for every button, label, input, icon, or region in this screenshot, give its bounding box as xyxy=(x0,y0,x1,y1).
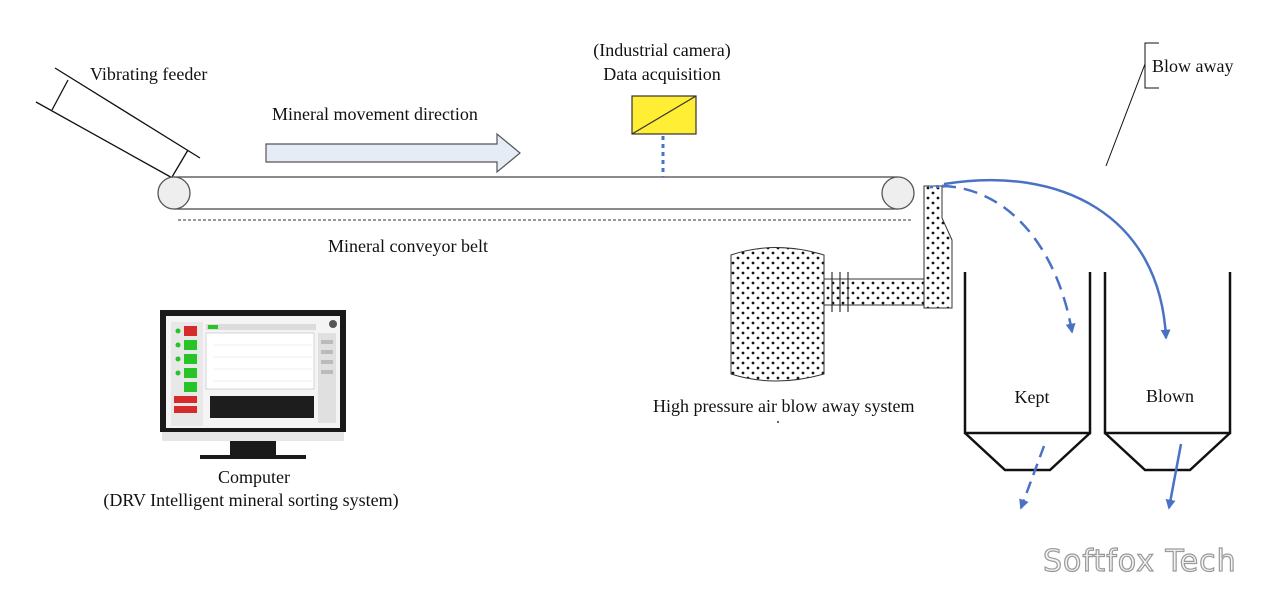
camera-label: (Industrial camera) xyxy=(593,40,730,61)
blow-away-label: Blow away xyxy=(1152,56,1233,76)
movement-direction-label: Mineral movement direction xyxy=(272,104,478,124)
kept-bin-label: Kept xyxy=(1015,387,1050,407)
air-system-label: High pressure air blow away system xyxy=(653,396,914,416)
computer-label: Computer xyxy=(218,467,290,487)
kept-trajectory-arrow xyxy=(941,184,1076,334)
air-nozzle xyxy=(923,185,953,309)
vibrating-feeder xyxy=(35,67,201,181)
blown-bin-label: Blown xyxy=(1146,386,1194,406)
belt-roller-left xyxy=(157,176,191,210)
kept-output-arrow xyxy=(1019,445,1046,510)
computer-system-label: (DRV Intelligent mineral sorting system) xyxy=(103,490,398,511)
conveyor-belt-label: Mineral conveyor belt xyxy=(328,236,488,256)
belt-roller-right xyxy=(881,176,915,210)
vibrating-feeder-label: Vibrating feeder xyxy=(90,64,207,84)
blown-output-arrow xyxy=(1165,443,1183,510)
industrial-camera-icon xyxy=(631,95,697,135)
air-blow-system xyxy=(730,185,953,382)
trajectory-start-dots xyxy=(929,184,947,189)
computer-monitor-icon xyxy=(160,310,346,459)
conveyor-belt xyxy=(157,176,915,221)
kept-bin xyxy=(963,272,1092,472)
air-tank xyxy=(730,247,825,382)
blow-away-leader-line xyxy=(1105,63,1146,167)
small-dot xyxy=(777,421,779,423)
blow-away-bracket xyxy=(1144,42,1159,89)
blown-trajectory-arrow xyxy=(943,178,1171,340)
air-pipe xyxy=(823,278,925,306)
data-acquisition-label: Data acquisition xyxy=(603,64,720,84)
watermark-text: Softfox Tech xyxy=(1043,544,1237,579)
blown-bin xyxy=(1103,272,1232,472)
movement-direction-arrow xyxy=(265,132,521,174)
